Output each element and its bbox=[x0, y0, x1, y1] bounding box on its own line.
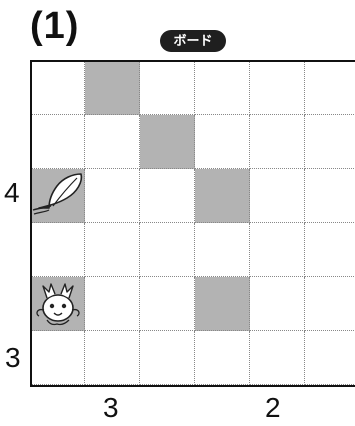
board-cell[interactable] bbox=[30, 115, 85, 169]
board-cell[interactable] bbox=[140, 61, 195, 115]
board-cell[interactable] bbox=[195, 331, 250, 385]
board-border-bottom bbox=[30, 385, 355, 387]
shaded-cell[interactable] bbox=[30, 169, 85, 223]
board-cell[interactable] bbox=[305, 115, 355, 169]
shaded-cell[interactable] bbox=[195, 277, 250, 331]
row-clue-4: 4 bbox=[4, 177, 20, 209]
board-cell[interactable] bbox=[305, 169, 355, 223]
row-clue-3: 3 bbox=[5, 342, 21, 374]
board-cell[interactable] bbox=[250, 223, 305, 277]
board-cell[interactable] bbox=[195, 223, 250, 277]
board-cell[interactable] bbox=[305, 223, 355, 277]
shaded-cell[interactable] bbox=[140, 115, 195, 169]
board-cell[interactable] bbox=[305, 331, 355, 385]
board-cell[interactable] bbox=[140, 331, 195, 385]
board-cell[interactable] bbox=[85, 331, 140, 385]
board-cell[interactable] bbox=[250, 169, 305, 223]
board-cell[interactable] bbox=[140, 169, 195, 223]
board-cell[interactable] bbox=[250, 61, 305, 115]
board-cell[interactable] bbox=[305, 61, 355, 115]
board-cell[interactable] bbox=[195, 61, 250, 115]
board-cell[interactable] bbox=[30, 61, 85, 115]
board-cell[interactable] bbox=[140, 223, 195, 277]
board-label: ボード bbox=[160, 30, 226, 52]
shaded-cell[interactable] bbox=[30, 277, 85, 331]
board-cell[interactable] bbox=[250, 331, 305, 385]
board-border-left bbox=[30, 60, 32, 387]
board-area bbox=[30, 61, 355, 386]
board-cell[interactable] bbox=[195, 115, 250, 169]
board-cell[interactable] bbox=[250, 277, 305, 331]
board-cell[interactable] bbox=[30, 331, 85, 385]
board-cell[interactable] bbox=[30, 223, 85, 277]
board-cell[interactable] bbox=[85, 115, 140, 169]
board-cell[interactable] bbox=[85, 169, 140, 223]
shaded-cell[interactable] bbox=[85, 61, 140, 115]
board-cell[interactable] bbox=[140, 277, 195, 331]
board-cell[interactable] bbox=[85, 277, 140, 331]
board-cell[interactable] bbox=[250, 115, 305, 169]
puzzle-board bbox=[30, 61, 355, 386]
board-cell[interactable] bbox=[85, 223, 140, 277]
column-clue-2: 2 bbox=[265, 392, 281, 424]
shaded-cell[interactable] bbox=[195, 169, 250, 223]
column-clue-3: 3 bbox=[103, 392, 119, 424]
board-cell[interactable] bbox=[305, 277, 355, 331]
board-border-top bbox=[30, 60, 355, 62]
puzzle-number: (1) bbox=[30, 2, 79, 50]
